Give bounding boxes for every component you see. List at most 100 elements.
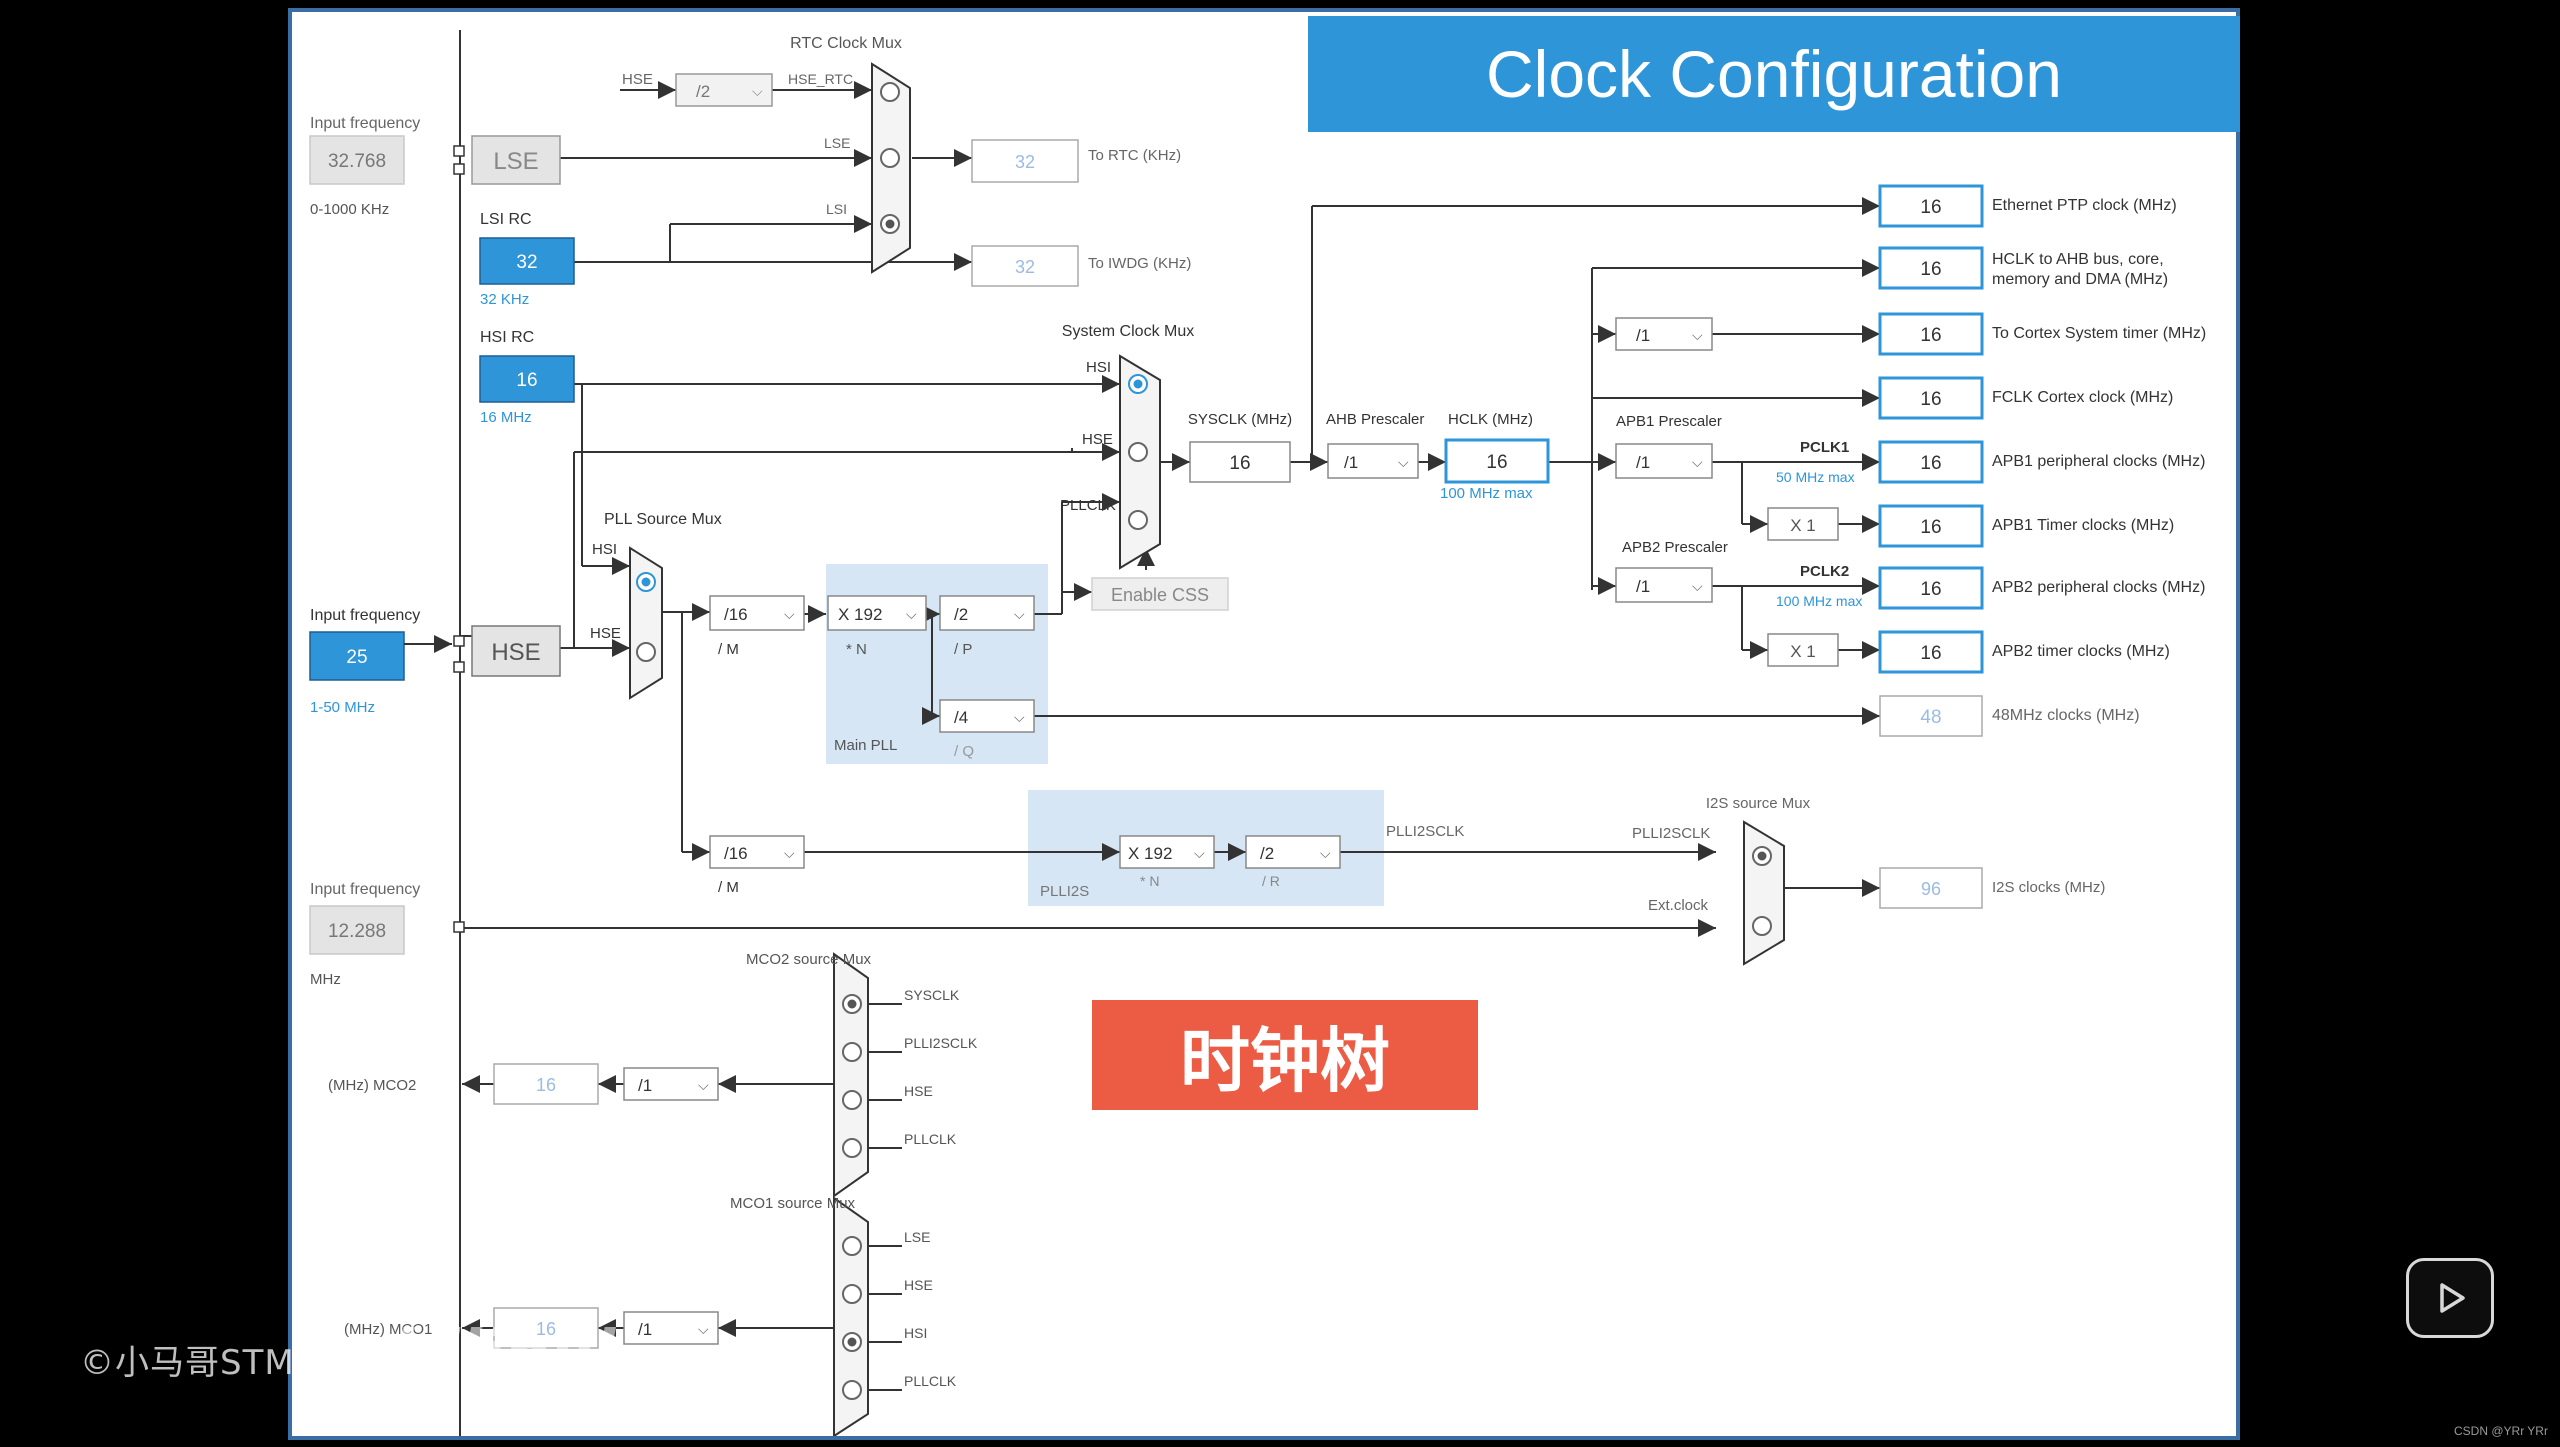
apb2-timer-mult-value: X 1	[1790, 642, 1816, 661]
plli2s-m-label: / M	[718, 879, 739, 896]
chevron-down-icon: ⌵	[784, 606, 795, 622]
i2s-output-value: 96	[1921, 879, 1941, 899]
iwdg-output-value: 32	[1015, 257, 1035, 277]
output-box-5[interactable]	[1878, 504, 1984, 548]
lse-input-label: Input frequency	[310, 115, 420, 132]
lse-block-label: LSE	[493, 148, 538, 175]
hse-input[interactable]	[309, 631, 405, 681]
i2s-plli2sclk-label: PLLI2SCLK	[1632, 825, 1710, 842]
hclk-value-box[interactable]	[1444, 438, 1550, 484]
rtc-mux-option-lse[interactable]	[880, 148, 900, 168]
output-box-1[interactable]	[1878, 246, 1984, 290]
output-box-7[interactable]	[1878, 630, 1984, 674]
lse-input[interactable]	[309, 135, 405, 185]
i2s-source-mux[interactable]	[1743, 820, 1785, 966]
plli2s-r-select[interactable]	[1245, 835, 1341, 869]
pll-source-mux[interactable]	[629, 546, 663, 700]
plli2s-name: PLLI2S	[1040, 883, 1089, 900]
enable-css-button[interactable]	[1091, 577, 1229, 611]
mco2-output-box[interactable]	[493, 1063, 599, 1105]
ahb-prescaler-select[interactable]	[1327, 443, 1419, 479]
rtc-output-label: To RTC (KHz)	[1088, 147, 1181, 164]
cortex-div-value: /1	[1636, 326, 1650, 345]
i2s-mux-label: I2S source Mux	[1706, 795, 1811, 812]
mco1-output-box[interactable]	[493, 1307, 599, 1349]
lsi-value-box[interactable]	[479, 237, 575, 285]
mco1-div-select[interactable]	[623, 1311, 719, 1345]
output-label-0: Ethernet PTP clock (MHz)	[1992, 197, 2177, 214]
i2s-option-ext[interactable]	[1752, 916, 1772, 936]
apb1-timer-mult[interactable]	[1767, 507, 1839, 541]
chevron-down-icon: ⌵	[906, 606, 917, 622]
apb2-div-value: /1	[1636, 577, 1650, 596]
i2s-ext-unit: MHz	[310, 971, 341, 988]
sysclk-value-box[interactable]	[1189, 441, 1291, 483]
sysmux-option-pllclk[interactable]	[1128, 510, 1148, 530]
mco2-option-plli2sclk: PLLI2SCLK	[904, 1035, 978, 1051]
chevron-down-icon: ⌵	[1194, 845, 1205, 861]
pclk2-label: PCLK2	[1800, 563, 1849, 580]
pllsrc-label: PLL Source Mux	[604, 511, 722, 528]
output-box-2[interactable]	[1878, 312, 1984, 356]
plli2s-n-select[interactable]	[1119, 835, 1215, 869]
hse-block-label: HSE	[491, 639, 540, 666]
output-value-6: 16	[1920, 579, 1941, 600]
plli2s-m-value: /16	[724, 844, 748, 863]
wires	[460, 81, 1880, 1391]
pll-m-select[interactable]	[709, 595, 805, 631]
i2s-ext-input[interactable]	[309, 905, 405, 955]
chevron-down-icon: ⌵	[1398, 454, 1409, 470]
mco2-label: (MHz) MCO2	[328, 1077, 416, 1094]
clock-tree-diagram: 32.768 Input frequency 0-1000 KHz LSE LS…	[309, 30, 2206, 1436]
csdn-watermark: CSDN @YRr YRr	[2454, 1424, 2548, 1438]
output-label-7: APB2 timer clocks (MHz)	[1992, 643, 2170, 660]
chevron-down-icon: ⌵	[1692, 578, 1703, 594]
mco2-mux-label: MCO2 source Mux	[746, 951, 872, 968]
chevron-down-icon: ⌵	[784, 845, 795, 861]
hsi-value: 16	[516, 370, 537, 391]
rtc-div-value: /2	[696, 82, 710, 101]
cortex-div-select[interactable]	[1615, 317, 1713, 351]
play-button[interactable]	[2406, 1258, 2494, 1338]
apb1-prescaler-select[interactable]	[1615, 443, 1713, 479]
ahb-label: AHB Prescaler	[1326, 411, 1424, 428]
output-box-6[interactable]	[1878, 566, 1984, 610]
lsi-label: LSI RC	[480, 211, 532, 228]
i2s-output-box[interactable]	[1879, 867, 1983, 909]
pllsrc-option-hse[interactable]	[636, 642, 656, 662]
mco2-source-mux[interactable]	[833, 952, 869, 1198]
mco1-source-mux[interactable]	[833, 1196, 869, 1436]
output-label-4: APB1 peripheral clocks (MHz)	[1992, 453, 2205, 470]
hse-input-label: Input frequency	[310, 607, 420, 624]
sysmux-option-hse[interactable]	[1128, 442, 1148, 462]
pll-p-select[interactable]	[939, 595, 1035, 631]
mco1-mux-label: MCO1 source Mux	[730, 1195, 856, 1212]
output-value-0: 16	[1920, 197, 1941, 218]
hse-block	[471, 625, 561, 677]
iwdg-output-box[interactable]	[971, 245, 1079, 287]
sysmux-hse-label: HSE	[1082, 431, 1113, 448]
i2s-input-label: Input frequency	[310, 881, 420, 898]
output-box-0[interactable]	[1878, 184, 1984, 228]
rtc-output-box[interactable]	[971, 139, 1079, 183]
output-box-4[interactable]	[1878, 440, 1984, 484]
pll-n-value: X 192	[838, 605, 882, 624]
pll-n-select[interactable]	[827, 595, 927, 631]
output-box-8[interactable]	[1879, 695, 1983, 737]
mco2-div-select[interactable]	[623, 1067, 719, 1101]
ahb-div-value: /1	[1344, 453, 1358, 472]
plli2s-m-select[interactable]	[709, 835, 805, 869]
output-value-8: 48	[1920, 707, 1941, 728]
pll-q-select[interactable]	[939, 699, 1035, 733]
rtc-div-select[interactable]	[675, 73, 773, 107]
hclk-max-label: 100 MHz max	[1440, 485, 1533, 502]
hsi-value-box[interactable]	[479, 355, 575, 403]
rtc-mux-option-hse[interactable]	[880, 82, 900, 102]
mco1-option-hse: HSE	[904, 1277, 933, 1293]
lse-input-value: 32.768	[328, 151, 386, 172]
apb2-timer-mult[interactable]	[1767, 633, 1839, 667]
output-value-1: 16	[1920, 259, 1941, 280]
apb2-prescaler-select[interactable]	[1615, 567, 1713, 603]
output-box-3[interactable]	[1878, 376, 1984, 420]
watermark-bilibili: bilibili	[392, 1318, 616, 1392]
